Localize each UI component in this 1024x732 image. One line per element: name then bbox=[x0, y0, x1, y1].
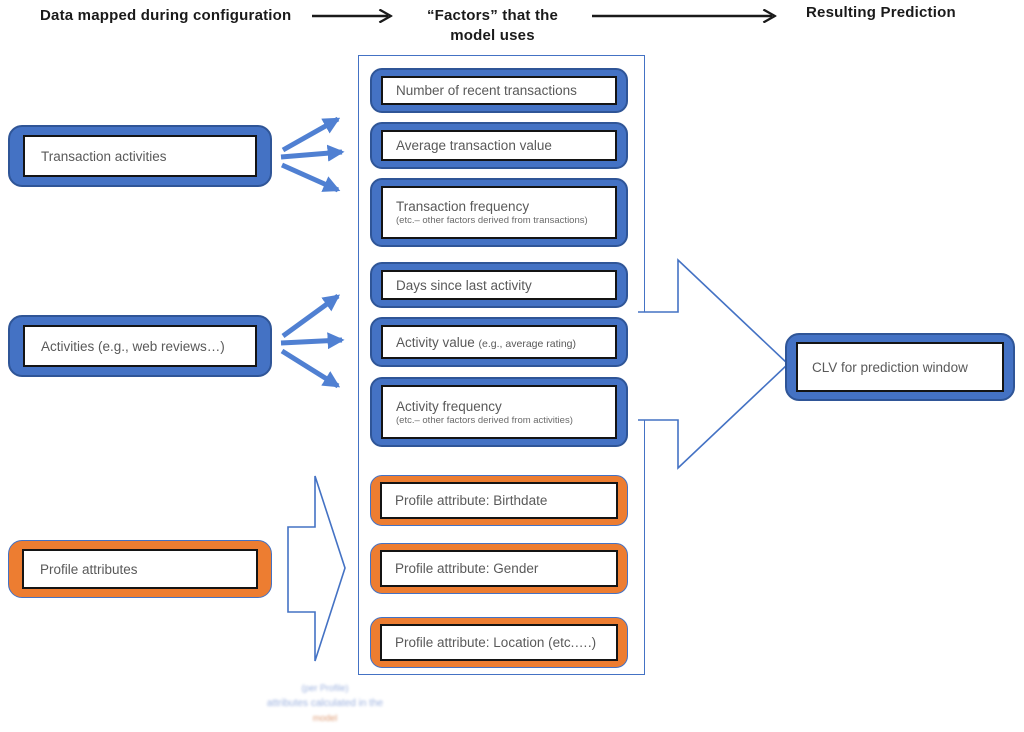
fan-arrow-activities-2 bbox=[280, 332, 345, 350]
factor-label: Average transaction value bbox=[396, 138, 552, 153]
factor-label: Activity frequency bbox=[396, 398, 502, 414]
factor-sublabel: (etc.– other factors derived from transa… bbox=[396, 215, 588, 226]
factor-label: Profile attribute: Location (etc.….) bbox=[395, 635, 597, 650]
factor-label-row: Activity value (e.g., average rating) bbox=[396, 335, 615, 350]
factor-label: Profile attribute: Gender bbox=[395, 561, 539, 576]
header-label-prediction: Resulting Prediction bbox=[806, 4, 956, 21]
footnote-line1: (per Profile) bbox=[301, 683, 349, 693]
footnote-faint-text: (per Profile) attributes calculated in t… bbox=[235, 681, 415, 726]
factor-box-profile-location: Profile attribute: Location (etc.….) bbox=[370, 617, 628, 668]
footnote-line3: model bbox=[312, 713, 338, 723]
header-label-configuration: Data mapped during configuration bbox=[40, 7, 292, 24]
factor-box-activity-frequency: Activity frequency (etc.– other factors … bbox=[370, 377, 628, 447]
fan-arrow-transactions-3 bbox=[280, 162, 341, 193]
factor-label: Transaction frequency bbox=[396, 199, 530, 214]
fan-arrow-activities-3 bbox=[280, 348, 341, 389]
source-box-profile-attributes: Profile attributes bbox=[8, 540, 272, 598]
fan-arrow-transactions-2 bbox=[280, 144, 345, 162]
factor-label: Profile attribute: Birthdate bbox=[395, 493, 548, 508]
result-box-clv: CLV for prediction window bbox=[785, 333, 1015, 401]
factor-box-profile-birthdate: Profile attribute: Birthdate bbox=[370, 475, 628, 526]
result-label: CLV for prediction window bbox=[812, 359, 968, 375]
factor-box-transaction-frequency: Transaction frequency (etc.– other facto… bbox=[370, 178, 628, 247]
factor-box-avg-transaction-value: Average transaction value bbox=[370, 122, 628, 169]
header-label-factors-line1: “Factors” that the bbox=[426, 7, 559, 24]
source-label: Profile attributes bbox=[40, 561, 138, 577]
source-box-activities: Activities (e.g., web reviews…) bbox=[8, 315, 272, 377]
source-label: Transaction activities bbox=[41, 148, 167, 164]
fan-arrow-transactions-1 bbox=[281, 116, 341, 153]
factor-box-days-since-activity: Days since last activity bbox=[370, 262, 628, 308]
factor-box-recent-transactions: Number of recent transactions bbox=[370, 68, 628, 113]
fan-arrow-activities-1 bbox=[281, 293, 341, 339]
header-label-factors-line2: model uses bbox=[450, 27, 535, 44]
factor-inline-sublabel: (e.g., average rating) bbox=[478, 337, 577, 350]
factor-box-profile-gender: Profile attribute: Gender bbox=[370, 543, 628, 594]
factor-sublabel: (etc.– other factors derived from activi… bbox=[396, 414, 573, 426]
factor-label: Days since last activity bbox=[396, 277, 532, 293]
source-box-transaction-activities: Transaction activities bbox=[8, 125, 272, 187]
factor-label: Activity value bbox=[396, 334, 475, 350]
factor-label: Number of recent transactions bbox=[396, 83, 577, 98]
fan-arrows-transactions bbox=[280, 116, 345, 193]
footnote-line2: attributes calculated in the bbox=[266, 698, 384, 709]
source-label: Activities (e.g., web reviews…) bbox=[41, 338, 225, 354]
factor-box-activity-value: Activity value (e.g., average rating) bbox=[370, 317, 628, 367]
block-arrow-factors-to-result bbox=[638, 258, 790, 470]
header-label-factors: “Factors” that the model uses bbox=[405, 6, 580, 46]
block-arrow-profile-to-factors bbox=[287, 475, 346, 662]
fan-arrows-activities bbox=[280, 293, 345, 389]
